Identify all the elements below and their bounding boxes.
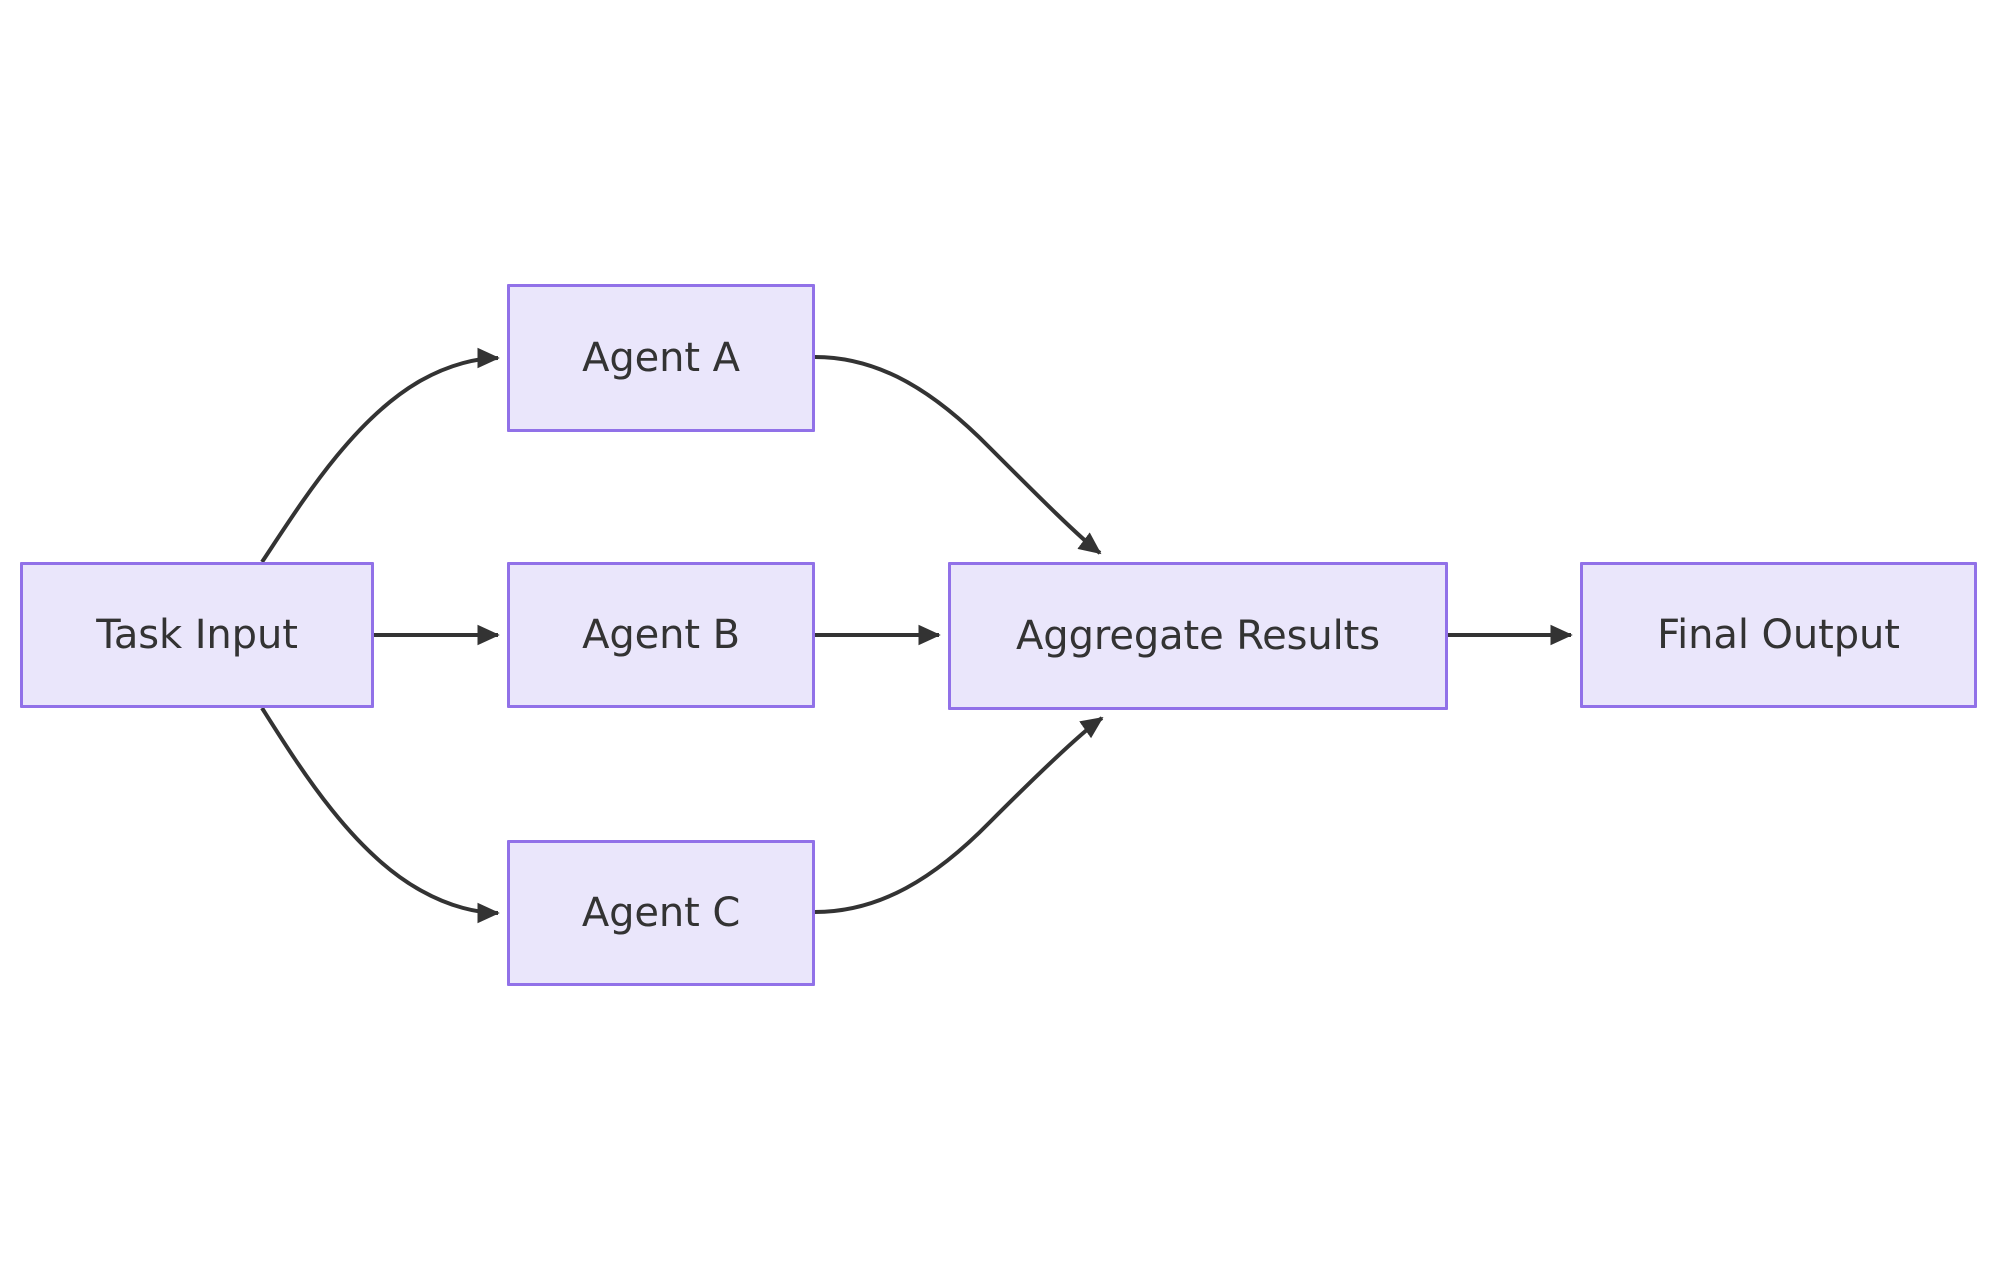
node-final-output[interactable]: Final Output bbox=[1580, 562, 1977, 708]
node-agent-c-label: Agent C bbox=[581, 890, 741, 936]
edge-agent-a-to-aggregate bbox=[814, 355, 1102, 555]
edge-agent-c-to-aggregate bbox=[814, 716, 1104, 914]
edge-task-input-to-agent-a bbox=[260, 347, 500, 564]
node-agent-c[interactable]: Agent C bbox=[507, 840, 815, 986]
node-agent-a-label: Agent A bbox=[582, 335, 740, 381]
node-agent-b-label: Agent B bbox=[582, 612, 740, 658]
node-final-output-label: Final Output bbox=[1657, 612, 1900, 658]
node-agent-b[interactable]: Agent B bbox=[507, 562, 815, 708]
node-aggregate-results-label: Aggregate Results bbox=[1016, 613, 1380, 659]
node-agent-a[interactable]: Agent A bbox=[507, 284, 815, 432]
node-task-input-label: Task Input bbox=[96, 612, 298, 658]
node-aggregate-results[interactable]: Aggregate Results bbox=[948, 562, 1448, 710]
edge-task-input-to-agent-c bbox=[260, 706, 500, 924]
node-task-input[interactable]: Task Input bbox=[20, 562, 374, 708]
